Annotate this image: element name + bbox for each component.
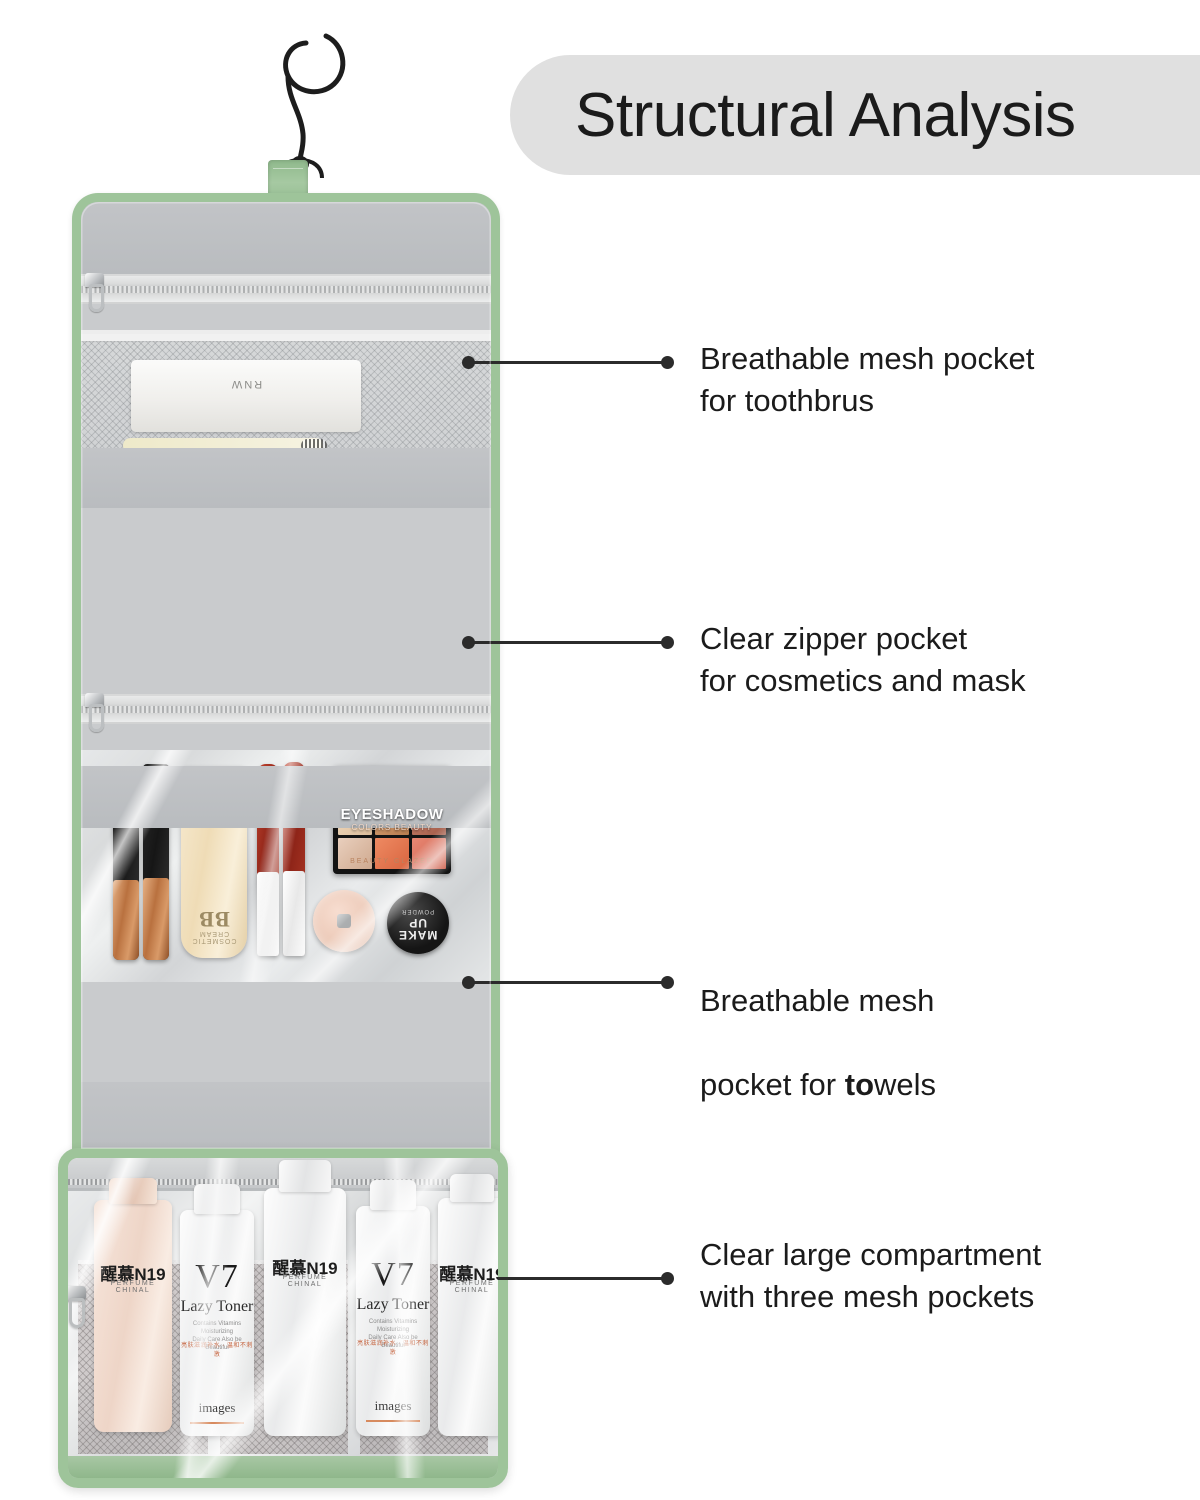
bottle-1-sub: PERFUME CHINAL — [110, 1280, 156, 1294]
panel-divider-lining-1 — [81, 448, 491, 508]
callout-text-mesh-towels: Breathable mesh pocket for towels — [700, 938, 936, 1106]
makeup-jar-label-2: UP — [408, 916, 428, 930]
callout-text-mesh-towels-line2-bold: to — [844, 1067, 875, 1102]
bottle-5: 醒慕N19 PERFUME CHINAL — [438, 1174, 498, 1436]
makeup-compact-jar: MAKE UP POWDER — [387, 892, 449, 954]
callout-end-dot-3 — [661, 976, 674, 989]
title-pill: Structural Analysis — [510, 55, 1200, 175]
callout-text-mesh-towels-line2-pre: pocket for — [700, 1067, 845, 1102]
bottle-4: V7 Lazy Toner Contains Vitamins Moisturi… — [356, 1180, 430, 1436]
bottle-4-brand: V7 — [371, 1256, 415, 1293]
callout-end-dot-4 — [661, 1272, 674, 1285]
bb-cream-label: BB — [198, 907, 230, 932]
bottle-5-sub: PERFUME CHINAL — [449, 1280, 495, 1294]
swivel-hook-icon — [248, 28, 368, 179]
bottle-2-cn: 亮肤滋润补水 · 温和不刺激 — [181, 1343, 253, 1358]
eyeshadow-palette-title: EYESHADOW — [340, 806, 444, 823]
callout-anchor-dot-1 — [462, 356, 475, 369]
toothpaste-brand-label: RNW — [229, 378, 263, 390]
page-title: Structural Analysis — [575, 80, 1076, 150]
panel-bottom-lining — [81, 1082, 491, 1149]
callout-text-mesh-toothbrush: Breathable mesh pocket for toothbrus — [700, 341, 1035, 418]
bottle-1: 醒慕N19 PERFUME CHINAL — [94, 1178, 172, 1432]
zipper-pull-1[interactable] — [85, 273, 105, 312]
compartment-zipper-pull[interactable] — [68, 1286, 88, 1328]
callout-text-mesh-towels-line1: Breathable mesh — [700, 983, 935, 1018]
eyeshadow-palette-brand: BEAUTY GLAZED — [350, 858, 434, 865]
callout-text-clear-cosmetics: Clear zipper pocket for cosmetics and ma… — [700, 621, 1026, 698]
zipper-strip-2[interactable] — [81, 693, 491, 732]
bottle-4-maker: images — [374, 1398, 412, 1413]
callout-text-mesh-towels-line2-post: wels — [874, 1067, 937, 1102]
bottle-2-brand: V7 — [195, 1258, 239, 1295]
mascara-2 — [143, 764, 169, 960]
callout-anchor-dot-2 — [462, 636, 475, 649]
bottle-4-product: Lazy Toner — [356, 1296, 430, 1313]
toothpaste-tube: RNW — [131, 360, 361, 432]
panel-top-lining — [81, 202, 491, 274]
bag-panel: RNW — [72, 193, 500, 1158]
zipper-strip-1[interactable] — [81, 273, 491, 312]
zipper-pull-2[interactable] — [85, 693, 105, 732]
bb-cream-sublabel: COSMETIC CREAM — [191, 930, 237, 944]
clear-large-compartment[interactable]: 醒慕N19 PERFUME CHINAL V7 Lazy Toner Conta… — [58, 1148, 508, 1488]
callout-text-clear-compartment: Clear large compartment with three mesh … — [700, 1237, 1042, 1314]
bottle-2-maker: images — [198, 1400, 236, 1415]
callout-anchor-dot-3 — [462, 976, 475, 989]
makeup-jar-brand: POWDER — [401, 908, 435, 914]
makeup-jar-label-1: MAKE — [398, 928, 438, 942]
compartment-bottom-trim — [68, 1456, 498, 1478]
callout-end-dot-2 — [661, 636, 674, 649]
bottle-3: 醒慕N19 PERFUME CHINAL — [264, 1160, 346, 1436]
callout-end-dot-1 — [661, 356, 674, 369]
product-illustration: RNW — [0, 0, 520, 1500]
panel-divider-lining-2 — [81, 766, 491, 828]
eyeshadow-palette-subtitle: COLORS BEAUTY — [351, 823, 433, 832]
bottle-3-sub: PERFUME CHINAL — [282, 1274, 328, 1288]
loose-powder-jar — [313, 890, 375, 952]
bottle-2: V7 Lazy Toner Contains Vitamins Moisturi… — [180, 1184, 254, 1436]
bottle-2-product: Lazy Toner — [180, 1298, 254, 1315]
bottle-4-cn: 亮肤滋润补水 · 温和不刺激 — [357, 1341, 429, 1356]
